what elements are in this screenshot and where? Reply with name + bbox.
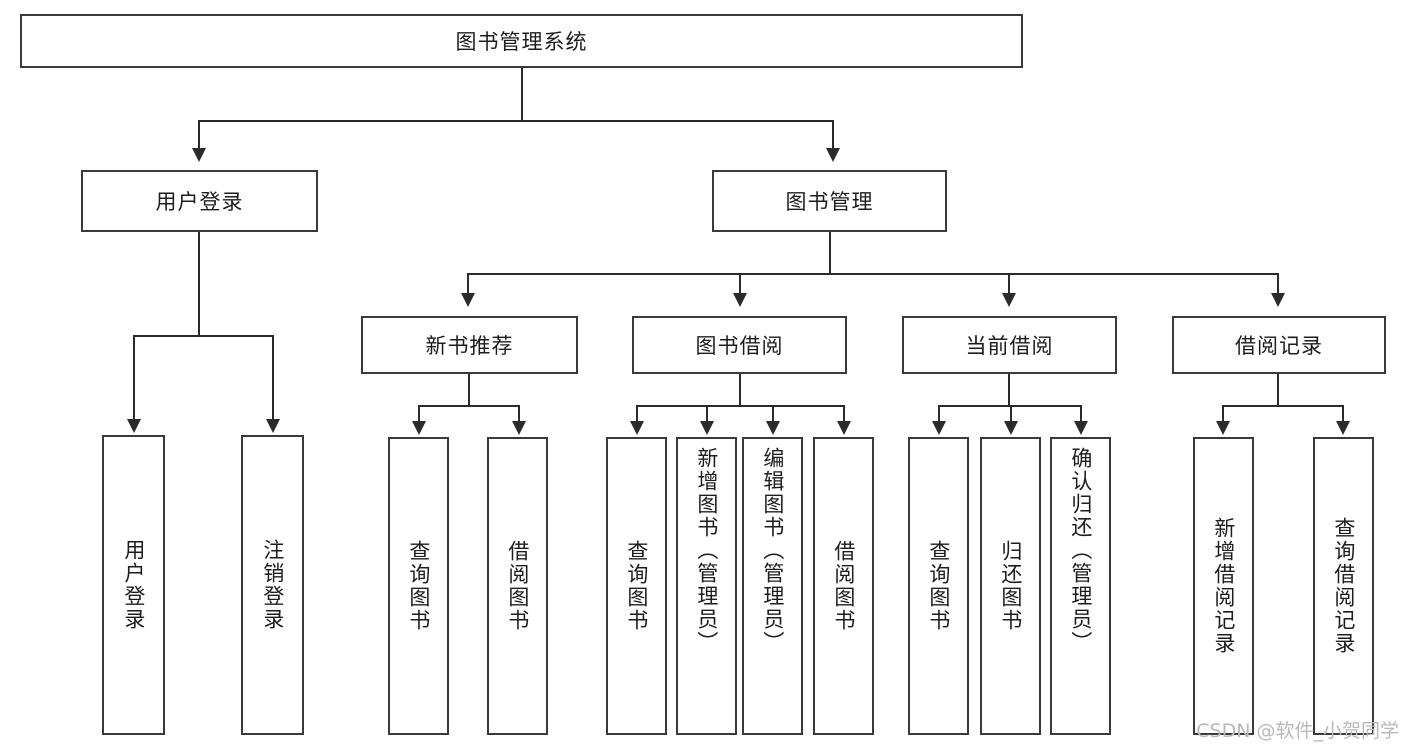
leaf-book-borrow-borrow-book[interactable]: 借阅图书 [813, 437, 874, 735]
arrow-br-to-leaf-2 [1336, 421, 1350, 435]
leaf-label: 查询图书 [926, 540, 951, 632]
leaf-book-borrow-edit-book-admin[interactable]: 编辑图书（管理员） [742, 437, 803, 735]
edge-bm-to-new-book [467, 273, 469, 295]
edge-current-borrow-bus [938, 405, 1080, 407]
leaf-label: 查询借阅记录 [1331, 517, 1356, 655]
edge-new-book-bus [418, 405, 519, 407]
edge-book-management-stem [829, 232, 831, 275]
edge-book-borrow-bus [636, 405, 845, 407]
arrow-nb-to-leaf-1 [412, 421, 426, 435]
arrow-bb-to-leaf-3 [766, 421, 780, 435]
arrow-bm-to-borrow-record [1271, 293, 1285, 307]
node-borrow-record[interactable]: 借阅记录 [1172, 316, 1386, 374]
edge-book-management-bus [467, 273, 1279, 275]
leaf-user-login-logout[interactable]: 注销登录 [241, 435, 304, 735]
leaf-label: 借阅图书 [505, 540, 530, 632]
node-label: 借阅记录 [1235, 334, 1323, 358]
leaf-label: 确认归还（管理员） [1068, 447, 1093, 654]
leaf-label: 查询图书 [624, 540, 649, 632]
node-label: 当前借阅 [965, 334, 1054, 358]
arrow-root-to-book-management [826, 148, 840, 162]
arrow-bm-to-book-borrow [733, 293, 747, 307]
leaf-current-borrow-confirm-return-admin[interactable]: 确认归还（管理员） [1050, 437, 1111, 735]
edge-bb-to-leaf-2 [706, 405, 708, 423]
edge-user-login-bus [133, 335, 272, 337]
edge-borrow-record-stem [1277, 374, 1279, 407]
node-label: 图书借阅 [695, 334, 784, 358]
arrow-bb-to-leaf-1 [630, 421, 644, 435]
leaf-new-book-query-book[interactable]: 查询图书 [388, 437, 449, 735]
edge-nb-to-leaf-1 [418, 405, 420, 423]
edge-br-to-leaf-1 [1222, 405, 1224, 423]
edge-current-borrow-stem [1008, 374, 1010, 407]
arrow-bb-to-leaf-2 [700, 421, 714, 435]
edge-bm-to-current-borrow [1008, 273, 1010, 295]
edge-root-bus [198, 120, 834, 122]
edge-bm-to-book-borrow [739, 273, 741, 295]
node-label: 图书管理 [785, 190, 874, 214]
edge-nb-to-leaf-2 [518, 405, 520, 423]
arrow-bm-to-current-borrow [1002, 293, 1016, 307]
leaf-label: 借阅图书 [831, 540, 856, 632]
arrow-bb-to-leaf-4 [837, 421, 851, 435]
node-label: 图书管理系统 [455, 30, 588, 54]
node-book-borrow[interactable]: 图书借阅 [632, 316, 847, 374]
arrow-cb-to-leaf-3 [1074, 421, 1088, 435]
node-root-book-management-system[interactable]: 图书管理系统 [20, 14, 1023, 68]
leaf-borrow-record-query-record[interactable]: 查询借阅记录 [1313, 437, 1374, 735]
leaf-label: 编辑图书（管理员） [760, 447, 785, 654]
edge-root-stem [521, 68, 523, 120]
edge-bb-to-leaf-1 [636, 405, 638, 423]
leaf-user-login-login[interactable]: 用户登录 [102, 435, 165, 735]
leaf-book-borrow-query-book[interactable]: 查询图书 [606, 437, 667, 735]
arrow-root-to-user-login [192, 148, 206, 162]
node-user-login[interactable]: 用户登录 [81, 170, 318, 232]
edge-cb-to-leaf-1 [938, 405, 940, 423]
leaf-label: 查询图书 [406, 540, 431, 632]
edge-bm-to-borrow-record [1277, 273, 1279, 295]
edge-user-login-to-leaf-2 [272, 335, 274, 421]
leaf-label: 用户登录 [121, 539, 146, 631]
node-book-management[interactable]: 图书管理 [712, 170, 947, 232]
leaf-label: 新增借阅记录 [1211, 517, 1236, 655]
arrow-cb-to-leaf-1 [932, 421, 946, 435]
edge-br-to-leaf-2 [1342, 405, 1344, 423]
node-label: 新书推荐 [425, 334, 514, 358]
edge-bb-to-leaf-4 [843, 405, 845, 423]
edge-root-to-user-login [198, 120, 200, 150]
arrow-br-to-leaf-1 [1216, 421, 1230, 435]
node-new-book-recommend[interactable]: 新书推荐 [361, 316, 578, 374]
node-current-borrow[interactable]: 当前借阅 [902, 316, 1117, 374]
edge-new-book-stem [468, 374, 470, 407]
edge-cb-to-leaf-2 [1010, 405, 1012, 423]
leaf-label: 归还图书 [998, 540, 1023, 632]
watermark-text: CSDN @软件_小贺同学 [1196, 720, 1399, 742]
node-label: 用户登录 [155, 190, 244, 214]
leaf-label: 新增图书（管理员） [694, 447, 719, 654]
edge-cb-to-leaf-3 [1080, 405, 1082, 423]
arrow-nb-to-leaf-2 [512, 421, 526, 435]
leaf-label: 注销登录 [260, 539, 285, 631]
edge-bb-to-leaf-3 [772, 405, 774, 423]
leaf-current-borrow-return-book[interactable]: 归还图书 [980, 437, 1041, 735]
edge-root-to-book-management [832, 120, 834, 150]
leaf-borrow-record-add-record[interactable]: 新增借阅记录 [1193, 437, 1254, 735]
edge-user-login-stem [198, 232, 200, 335]
edge-book-borrow-stem [739, 374, 741, 407]
arrow-cb-to-leaf-2 [1004, 421, 1018, 435]
leaf-current-borrow-query-book[interactable]: 查询图书 [908, 437, 969, 735]
arrow-user-login-to-leaf-1 [127, 419, 141, 433]
leaf-book-borrow-add-book-admin[interactable]: 新增图书（管理员） [676, 437, 737, 735]
arrow-user-login-to-leaf-2 [266, 419, 280, 433]
edge-user-login-to-leaf-1 [133, 335, 135, 421]
edge-borrow-record-bus [1222, 405, 1343, 407]
arrow-bm-to-new-book [461, 293, 475, 307]
leaf-new-book-borrow-book[interactable]: 借阅图书 [487, 437, 548, 735]
